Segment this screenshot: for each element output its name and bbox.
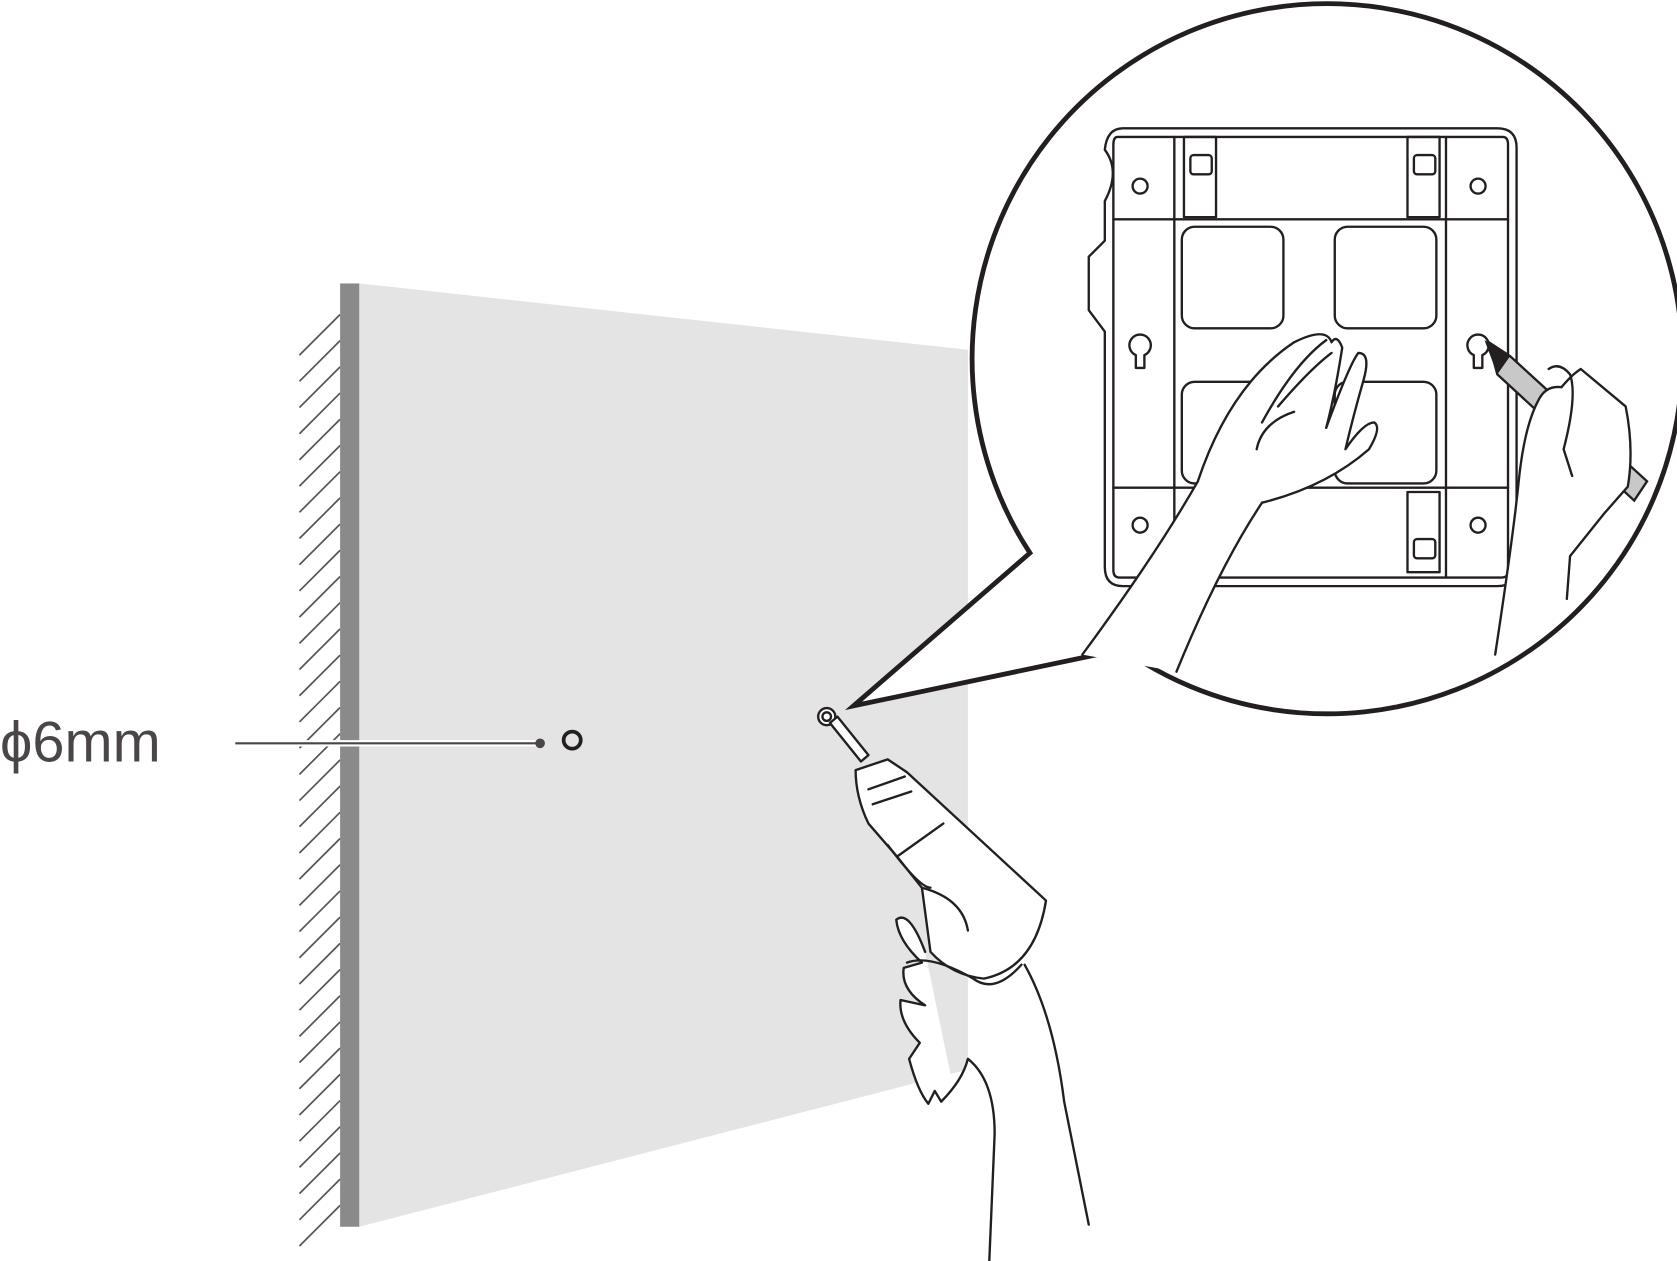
hatch-line — [298, 1047, 341, 1090]
hatch-line — [298, 785, 341, 828]
hatch-line — [298, 733, 341, 775]
hatch-line — [298, 837, 341, 880]
holding-hand-icon — [1081, 333, 1379, 673]
hatch-line — [298, 942, 341, 985]
hatch-line — [298, 811, 341, 854]
hatch-line — [298, 418, 341, 461]
leader-dot — [535, 738, 545, 749]
hatch-line — [298, 628, 341, 671]
hatch-line — [298, 575, 341, 618]
hatch-line — [298, 890, 341, 933]
hatch-line — [298, 549, 341, 592]
hatch-line — [298, 497, 341, 540]
hatch-line — [298, 1204, 341, 1247]
hatch-line — [298, 1073, 341, 1116]
hatch-line — [298, 366, 341, 409]
drilling-hand-icon — [895, 916, 1090, 1261]
hatch-line — [298, 313, 341, 356]
hatch-line — [298, 444, 341, 487]
hatch-line — [298, 680, 341, 723]
hatch-line — [298, 1178, 341, 1221]
hatch-line — [298, 968, 341, 1011]
hatch-line — [298, 1152, 341, 1195]
wall-edge — [340, 283, 360, 1227]
hatch-line — [298, 916, 341, 959]
hatch-line — [298, 1021, 341, 1064]
hatch-line — [298, 471, 341, 513]
hatch-line — [298, 995, 341, 1037]
wall-hatching — [298, 313, 341, 1247]
hatch-line — [298, 340, 341, 382]
wall-surface — [359, 283, 968, 1227]
hatch-line — [298, 523, 341, 566]
marking-hand-icon — [1494, 365, 1632, 656]
hatch-line — [298, 1099, 341, 1142]
mounting-bracket — [1087, 127, 1518, 588]
hatch-line — [298, 392, 341, 435]
hatch-line — [298, 864, 341, 906]
hatch-line — [298, 602, 341, 644]
hatch-line — [298, 1126, 341, 1169]
drilled-hole — [561, 729, 583, 751]
hatch-line — [298, 654, 341, 697]
drill-icon — [817, 706, 1048, 980]
hole-diameter-label: ϕ6mm — [0, 711, 161, 775]
hatch-line — [298, 759, 341, 802]
